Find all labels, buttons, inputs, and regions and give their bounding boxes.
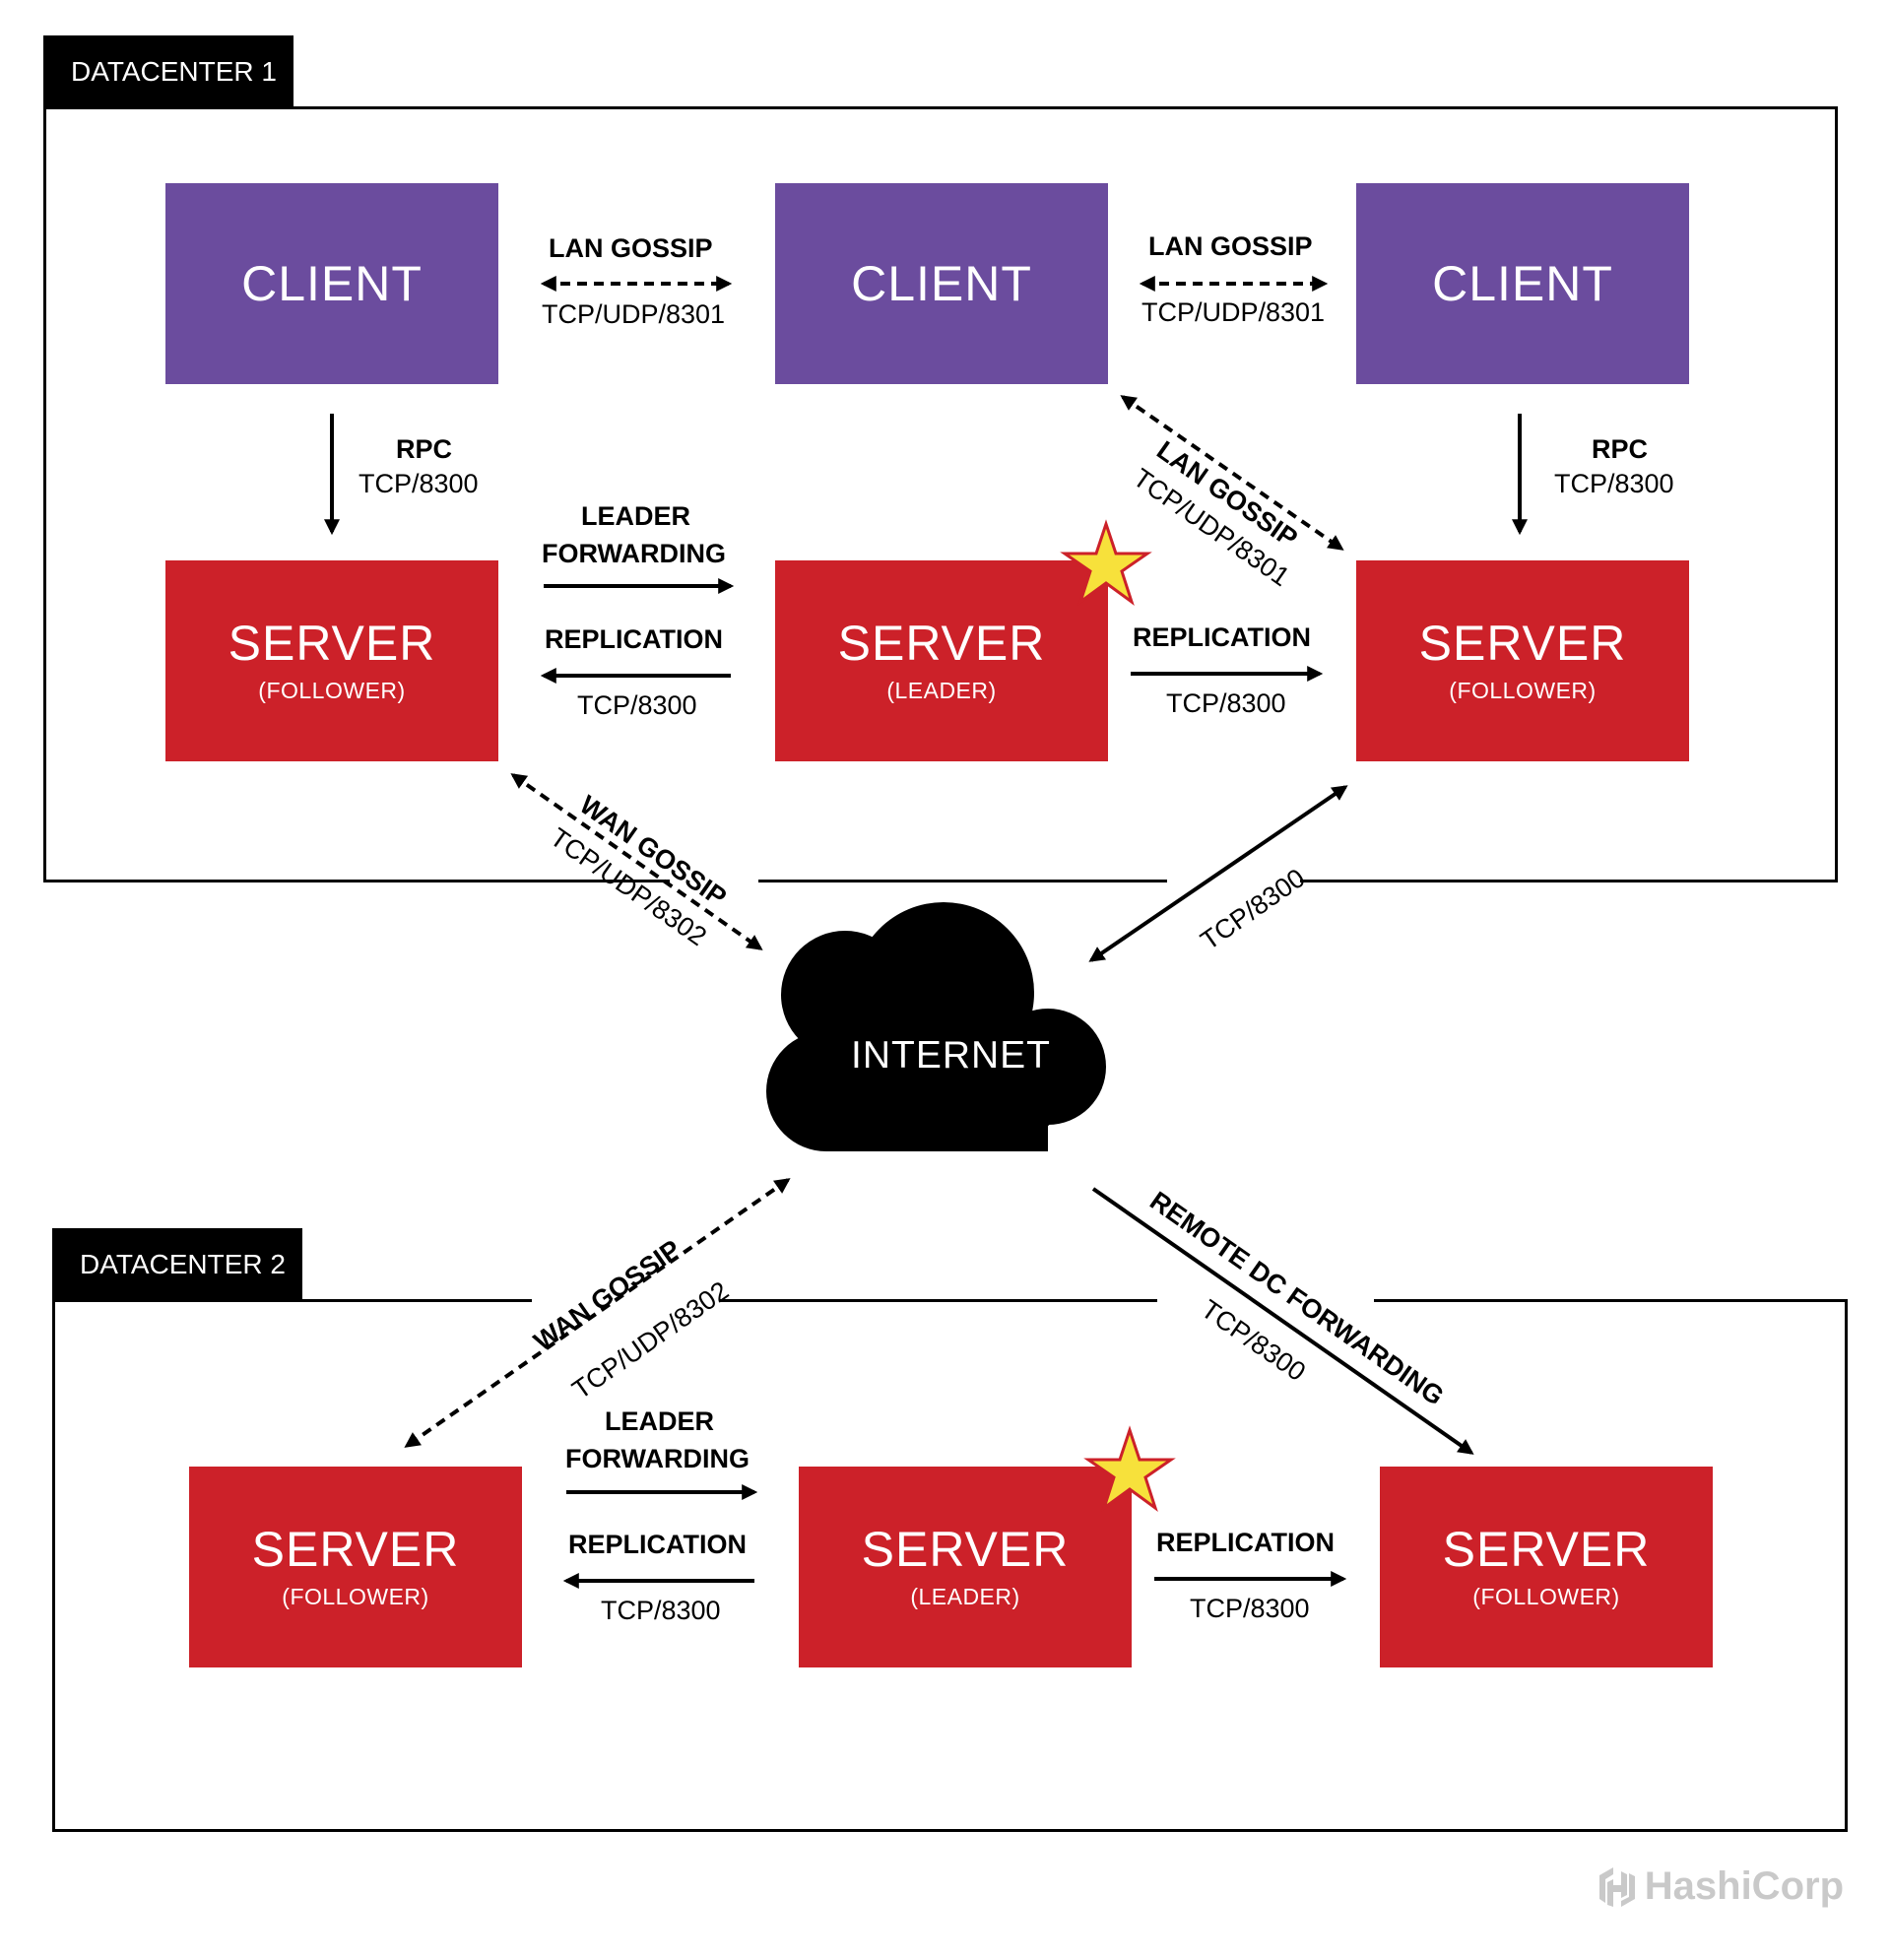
server-title: SERVER [251, 1521, 460, 1577]
datacenter-1-label: DATACENTER 1 [71, 56, 277, 87]
internet-cloud-icon [766, 902, 1106, 1151]
dc1-server-leader: SERVER (LEADER) [775, 560, 1108, 761]
datacenter-2-tab: DATACENTER 2 [52, 1228, 302, 1301]
lan-gossip-2-name: LAN GOSSIP [1148, 231, 1313, 261]
dc2-leader-forwarding-line2: FORWARDING [565, 1444, 750, 1473]
arrow-wan-gossip-dc1 [510, 773, 763, 950]
datacenter-2-label: DATACENTER 2 [80, 1249, 286, 1279]
server-role: (FOLLOWER) [1449, 677, 1597, 703]
arrow-tcp-dc1-internet [1088, 785, 1348, 962]
dc1-replication-left-port: TCP/8300 [577, 690, 697, 720]
arrow-remote-dc-forwarding [1091, 1187, 1474, 1455]
hashicorp-logo-text: HashiCorp [1644, 1864, 1844, 1908]
hashicorp-logo: HashiCorp [1598, 1864, 1844, 1909]
arrow-lan-gossip-diagonal [1120, 395, 1344, 551]
server-role: (FOLLOWER) [1472, 1583, 1620, 1609]
rpc-right-port: TCP/8300 [1554, 469, 1674, 498]
dc2-server-follower-right: SERVER (FOLLOWER) [1380, 1467, 1713, 1667]
datacenter-2-frame [52, 1299, 1848, 1832]
dc2-replication-right-name: REPLICATION [1156, 1528, 1335, 1557]
client-title: CLIENT [851, 256, 1032, 311]
server-role: (FOLLOWER) [282, 1583, 429, 1609]
server-role: (LEADER) [910, 1583, 1020, 1609]
rpc-left-name: RPC [396, 434, 453, 464]
rpc-left-port: TCP/8300 [359, 469, 479, 498]
server-title: SERVER [1418, 615, 1627, 671]
datacenter-1-tab: DATACENTER 1 [43, 35, 293, 108]
lan-gossip-1-port: TCP/UDP/8301 [542, 299, 726, 329]
datacenter-1-frame [43, 106, 1838, 882]
lan-gossip-2-port: TCP/UDP/8301 [1141, 297, 1326, 327]
dc2-replication-left-port: TCP/8300 [601, 1596, 721, 1625]
server-title: SERVER [837, 615, 1046, 671]
hashicorp-logo-icon [1598, 1866, 1635, 1907]
dc1-replication-left-name: REPLICATION [545, 624, 723, 654]
dc1-client-3: CLIENT [1356, 183, 1689, 384]
dc2-leader-forwarding-line1: LEADER [605, 1406, 715, 1436]
client-title: CLIENT [1432, 256, 1613, 311]
internet-label: INTERNET [851, 1034, 1051, 1077]
dc2-server-follower-left: SERVER (FOLLOWER) [189, 1467, 522, 1667]
leader-star-icon [1060, 519, 1152, 606]
dc1-client-2: CLIENT [775, 183, 1108, 384]
client-title: CLIENT [241, 256, 423, 311]
server-title: SERVER [861, 1521, 1070, 1577]
server-title: SERVER [1442, 1521, 1651, 1577]
server-role: (LEADER) [886, 677, 997, 703]
dc1-server-follower-left: SERVER (FOLLOWER) [165, 560, 498, 761]
dc2-server-leader: SERVER (LEADER) [799, 1467, 1132, 1667]
arrow-wan-gossip-dc2 [404, 1178, 791, 1448]
dc1-leader-forwarding-line1: LEADER [581, 501, 691, 531]
rpc-right-name: RPC [1592, 434, 1649, 464]
dc1-leader-forwarding-line2: FORWARDING [542, 539, 726, 568]
dc1-replication-right-port: TCP/8300 [1166, 688, 1286, 718]
dc1-server-follower-right: SERVER (FOLLOWER) [1356, 560, 1689, 761]
lan-gossip-1-name: LAN GOSSIP [549, 233, 713, 263]
server-title: SERVER [228, 615, 436, 671]
dc1-replication-right-name: REPLICATION [1133, 622, 1311, 652]
server-role: (FOLLOWER) [258, 677, 406, 703]
dc2-replication-right-port: TCP/8300 [1190, 1594, 1310, 1623]
leader-star-icon [1083, 1425, 1176, 1512]
dc2-replication-left-name: REPLICATION [568, 1530, 747, 1559]
dc1-client-1: CLIENT [165, 183, 498, 384]
